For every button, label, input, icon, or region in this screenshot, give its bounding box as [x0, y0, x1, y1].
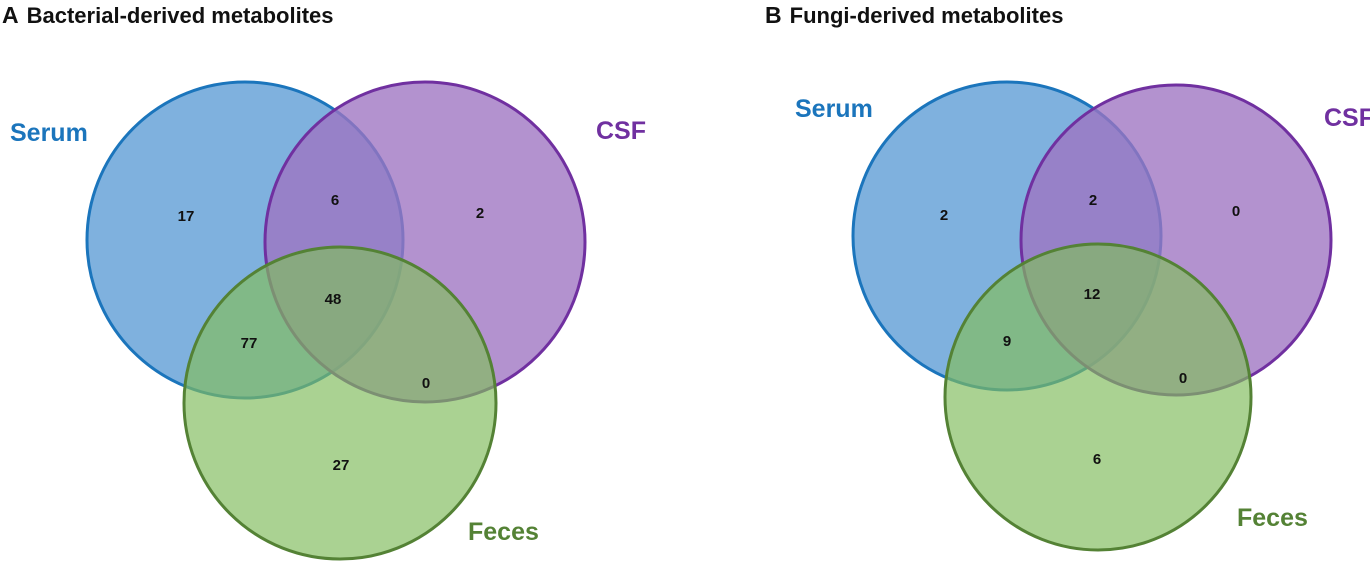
panel-a-letter: A	[2, 2, 19, 28]
count-serum-only-a: 17	[178, 208, 195, 225]
count-all-three-a: 48	[325, 291, 342, 308]
count-feces-only-a: 27	[333, 457, 350, 474]
serum-label-b: Serum	[795, 95, 873, 123]
count-all-three-b: 12	[1084, 286, 1101, 303]
count-serum-csf-b: 2	[1089, 192, 1097, 209]
count-csf-feces-a: 0	[422, 375, 430, 392]
csf-label-a: CSF	[596, 117, 646, 145]
venn-diagram-a: Serum CSF Feces 17 6 2 48 77 0 27	[10, 80, 646, 561]
serum-label-a: Serum	[10, 119, 88, 147]
count-serum-only-b: 2	[940, 207, 948, 224]
count-csf-only-b: 0	[1232, 203, 1240, 220]
feces-label-b: Feces	[1237, 504, 1308, 532]
panel-b-title: Fungi-derived metabolites	[789, 3, 1064, 28]
feces-circle-a	[182, 245, 498, 561]
panel-a: A Bacterial-derived metabolites Serum CSF…	[2, 0, 646, 561]
panel-a-title: Bacterial-derived metabolites	[26, 3, 334, 28]
panel-b-letter: B	[765, 2, 782, 28]
count-serum-feces-a: 77	[241, 335, 258, 352]
csf-label-b: CSF	[1324, 104, 1370, 132]
feces-circle-b	[943, 242, 1253, 552]
count-csf-only-a: 2	[476, 205, 484, 222]
count-serum-feces-b: 9	[1003, 333, 1011, 350]
feces-label-a: Feces	[468, 518, 539, 546]
panel-a-heading: A Bacterial-derived metabolites	[2, 0, 334, 31]
count-csf-feces-b: 0	[1179, 370, 1187, 387]
panel-b-heading: B Fungi-derived metabolites	[765, 0, 1063, 31]
count-feces-only-b: 6	[1093, 451, 1101, 468]
count-serum-csf-a: 6	[331, 192, 339, 209]
